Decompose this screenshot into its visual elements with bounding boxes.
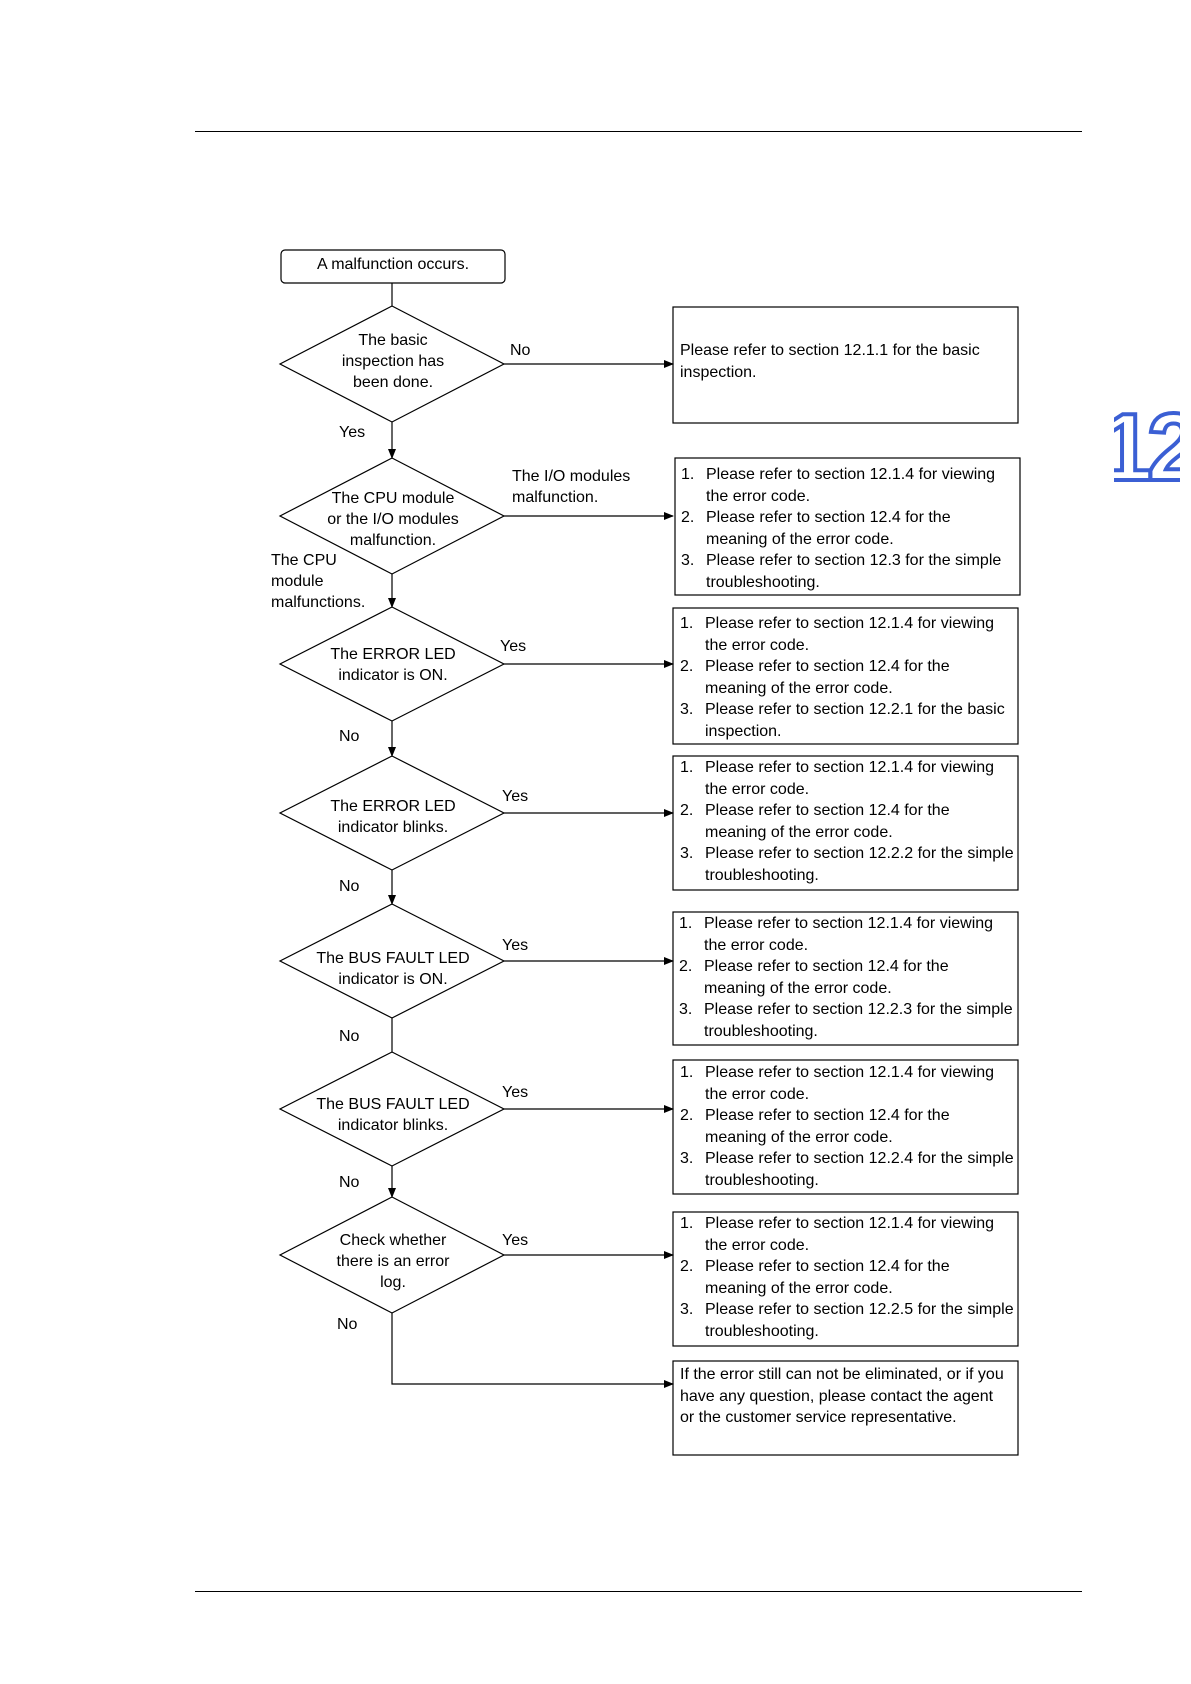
chapter-badge: 12 <box>1098 392 1191 503</box>
edge-label-d5-yes: Yes <box>502 937 529 954</box>
edge-label-d7-yes: Yes <box>502 1232 529 1249</box>
list-item: 2.Please refer to section 12.4 for the m… <box>680 1107 950 1146</box>
edge-label-d3-no: No <box>339 728 360 745</box>
result-box-error-log <box>672 1211 1019 1347</box>
edge-label-d6-yes: Yes <box>502 1084 529 1101</box>
result-box-io <box>674 457 1021 596</box>
edge-label-d1-no: No <box>510 342 531 359</box>
list-item: 1.Please refer to section 12.1.4 for vie… <box>681 466 996 505</box>
edge-label-d5-no: No <box>339 1028 360 1045</box>
result-box-error-led-on: 1.Please refer to section 12.1.4 for vie… <box>680 613 1015 742</box>
list-item: 2.Please refer to section 12.4 for the m… <box>681 509 951 548</box>
list-item: 3.Please refer to section 12.3 for the s… <box>681 552 1002 591</box>
edge-label-d4-no: No <box>339 878 360 895</box>
result-box-bus-on <box>672 911 1019 1046</box>
result-box-error-log: 1.Please refer to section 12.1.4 for vie… <box>680 1213 1015 1342</box>
list-item: 3.Please refer to section 12.2.1 for the… <box>680 701 1005 740</box>
result-box-bus-fault-blinks: 1.Please refer to section 12.1.4 for vie… <box>680 1062 1015 1191</box>
list-item: 2.Please refer to section 12.4 for the m… <box>680 802 950 841</box>
start-terminal-label: A malfunction occurs. <box>316 256 470 273</box>
edge-label-d3-yes: Yes <box>500 638 527 655</box>
result-box-io-malfunction: 1.Please refer to section 12.1.4 for vie… <box>681 464 1016 593</box>
edge-label-d2-io: The I/O modules malfunction. <box>512 468 631 506</box>
list-item: 2.Please refer to section 12.4 for the m… <box>680 658 950 697</box>
edge-label-d2-cpu: The CPU module malfunctions. <box>271 552 366 611</box>
result-box-contact <box>672 1360 1019 1456</box>
list-item: 2.Please refer to section 12.4 for the m… <box>680 1258 950 1297</box>
list-item: 1.Please refer to section 12.1.4 for vie… <box>680 759 995 798</box>
footer-rule <box>195 1591 1082 1592</box>
result-box-error-on <box>672 607 1019 745</box>
list-item: 3.Please refer to section 12.2.5 for the… <box>680 1301 1014 1340</box>
list-item: 3.Please refer to section 12.2.2 for the… <box>680 845 1014 884</box>
list-item: 3.Please refer to section 12.2.3 for the… <box>679 1001 1013 1040</box>
list-item: 1.Please refer to section 12.1.4 for vie… <box>680 1215 995 1254</box>
list-item: 2.Please refer to section 12.4 for the m… <box>679 958 949 997</box>
start-terminal <box>280 249 506 284</box>
list-item: 1.Please refer to section 12.1.4 for vie… <box>679 915 994 954</box>
result-box-bus-fault-on: 1.Please refer to section 12.1.4 for vie… <box>679 913 1014 1042</box>
edge-label-d4-yes: Yes <box>502 788 529 805</box>
result-box-error-led-blinks: 1.Please refer to section 12.1.4 for vie… <box>680 757 1015 886</box>
edge-label-d1-yes: Yes <box>339 424 366 441</box>
edge-label-d7-no: No <box>337 1316 358 1333</box>
list-item: 3.Please refer to section 12.2.4 for the… <box>680 1150 1014 1189</box>
result-box-error-blinks <box>672 755 1019 891</box>
edge-label-d6-no: No <box>339 1174 360 1191</box>
chapter-number: 12 <box>1114 402 1180 490</box>
result-box-contact-agent: If the error still can not be eliminated… <box>680 1366 1004 1426</box>
result-box-basic-inspection: Please refer to section 12.1.1 for the b… <box>680 342 980 381</box>
result-box-bus-blinks <box>672 1059 1019 1195</box>
list-item: 1.Please refer to section 12.1.4 for vie… <box>680 615 995 654</box>
header-rule <box>195 131 1082 132</box>
list-item: 1.Please refer to section 12.1.4 for vie… <box>680 1064 995 1103</box>
connector-final <box>391 1313 674 1388</box>
